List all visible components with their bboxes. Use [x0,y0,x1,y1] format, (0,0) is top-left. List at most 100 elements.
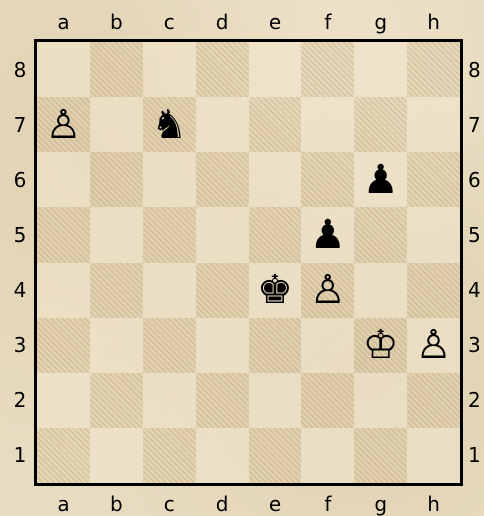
square-a8[interactable] [37,42,90,97]
square-d1[interactable] [196,428,249,483]
square-b5[interactable] [90,207,143,262]
chessboard: ♙ ♞ ♟ ♟ ♚ ♙ ♔ ♙ [34,39,463,486]
square-f5[interactable]: ♟ [301,207,354,262]
square-b4[interactable] [90,263,143,318]
square-a4[interactable] [37,263,90,318]
square-h5[interactable] [407,207,460,262]
rank-label-right-8: 8 [468,42,484,97]
black-pawn-icon[interactable]: ♟ [310,215,346,255]
square-a6[interactable] [37,152,90,207]
square-c2[interactable] [143,373,196,428]
square-e1[interactable] [249,428,302,483]
file-label-bottom-c: c [143,494,196,514]
file-label-top-d: d [196,12,249,32]
file-label-bottom-h: h [407,494,460,514]
rank-label-left-8: 8 [10,42,30,97]
rank-label-right-7: 7 [468,97,484,152]
file-label-top-h: h [407,12,460,32]
file-label-bottom-e: e [249,494,302,514]
file-label-bottom-g: g [354,494,407,514]
square-e4[interactable]: ♚ [249,263,302,318]
square-f4[interactable]: ♙ [301,263,354,318]
file-label-top-f: f [301,12,354,32]
square-d3[interactable] [196,318,249,373]
rank-label-right-2: 2 [468,373,484,428]
square-f6[interactable] [301,152,354,207]
square-h6[interactable] [407,152,460,207]
file-label-top-b: b [90,12,143,32]
square-e2[interactable] [249,373,302,428]
rank-label-left-5: 5 [10,207,30,262]
rank-label-right-4: 4 [468,263,484,318]
file-label-top-c: c [143,12,196,32]
file-label-top-e: e [249,12,302,32]
board-grid: ♙ ♞ ♟ ♟ ♚ ♙ ♔ ♙ [37,42,460,483]
rank-label-left-4: 4 [10,263,30,318]
square-h2[interactable] [407,373,460,428]
rank-label-left-7: 7 [10,97,30,152]
square-h7[interactable] [407,97,460,152]
square-f1[interactable] [301,428,354,483]
square-h3[interactable]: ♙ [407,318,460,373]
square-d4[interactable] [196,263,249,318]
square-d2[interactable] [196,373,249,428]
square-a1[interactable] [37,428,90,483]
square-c4[interactable] [143,263,196,318]
square-a7[interactable]: ♙ [37,97,90,152]
square-e6[interactable] [249,152,302,207]
square-h8[interactable] [407,42,460,97]
square-f8[interactable] [301,42,354,97]
square-h4[interactable] [407,263,460,318]
square-a3[interactable] [37,318,90,373]
square-d8[interactable] [196,42,249,97]
square-b7[interactable] [90,97,143,152]
white-pawn-icon[interactable]: ♙ [416,325,452,365]
black-knight-icon[interactable]: ♞ [151,105,187,145]
square-f3[interactable] [301,318,354,373]
square-a5[interactable] [37,207,90,262]
rank-label-left-2: 2 [10,373,30,428]
square-c8[interactable] [143,42,196,97]
square-d5[interactable] [196,207,249,262]
square-g3[interactable]: ♔ [354,318,407,373]
square-g8[interactable] [354,42,407,97]
square-e7[interactable] [249,97,302,152]
square-g6[interactable]: ♟ [354,152,407,207]
square-b1[interactable] [90,428,143,483]
file-label-top-g: g [354,12,407,32]
square-c1[interactable] [143,428,196,483]
square-c6[interactable] [143,152,196,207]
file-label-top-a: a [37,12,90,32]
square-g4[interactable] [354,263,407,318]
rank-label-right-6: 6 [468,152,484,207]
file-label-bottom-a: a [37,494,90,514]
square-d7[interactable] [196,97,249,152]
white-pawn-icon[interactable]: ♙ [310,270,346,310]
square-c5[interactable] [143,207,196,262]
square-f7[interactable] [301,97,354,152]
black-king-icon[interactable]: ♚ [257,270,293,310]
white-pawn-icon[interactable]: ♙ [46,105,82,145]
square-f2[interactable] [301,373,354,428]
square-b8[interactable] [90,42,143,97]
square-g5[interactable] [354,207,407,262]
rank-label-right-3: 3 [468,318,484,373]
square-g2[interactable] [354,373,407,428]
square-c3[interactable] [143,318,196,373]
square-e5[interactable] [249,207,302,262]
square-e3[interactable] [249,318,302,373]
white-king-icon[interactable]: ♔ [363,325,399,365]
square-d6[interactable] [196,152,249,207]
square-g7[interactable] [354,97,407,152]
square-c7[interactable]: ♞ [143,97,196,152]
square-b2[interactable] [90,373,143,428]
rank-label-left-1: 1 [10,428,30,483]
rank-label-right-1: 1 [468,428,484,483]
square-b3[interactable] [90,318,143,373]
square-b6[interactable] [90,152,143,207]
black-pawn-icon[interactable]: ♟ [363,160,399,200]
square-a2[interactable] [37,373,90,428]
square-g1[interactable] [354,428,407,483]
square-h1[interactable] [407,428,460,483]
square-e8[interactable] [249,42,302,97]
